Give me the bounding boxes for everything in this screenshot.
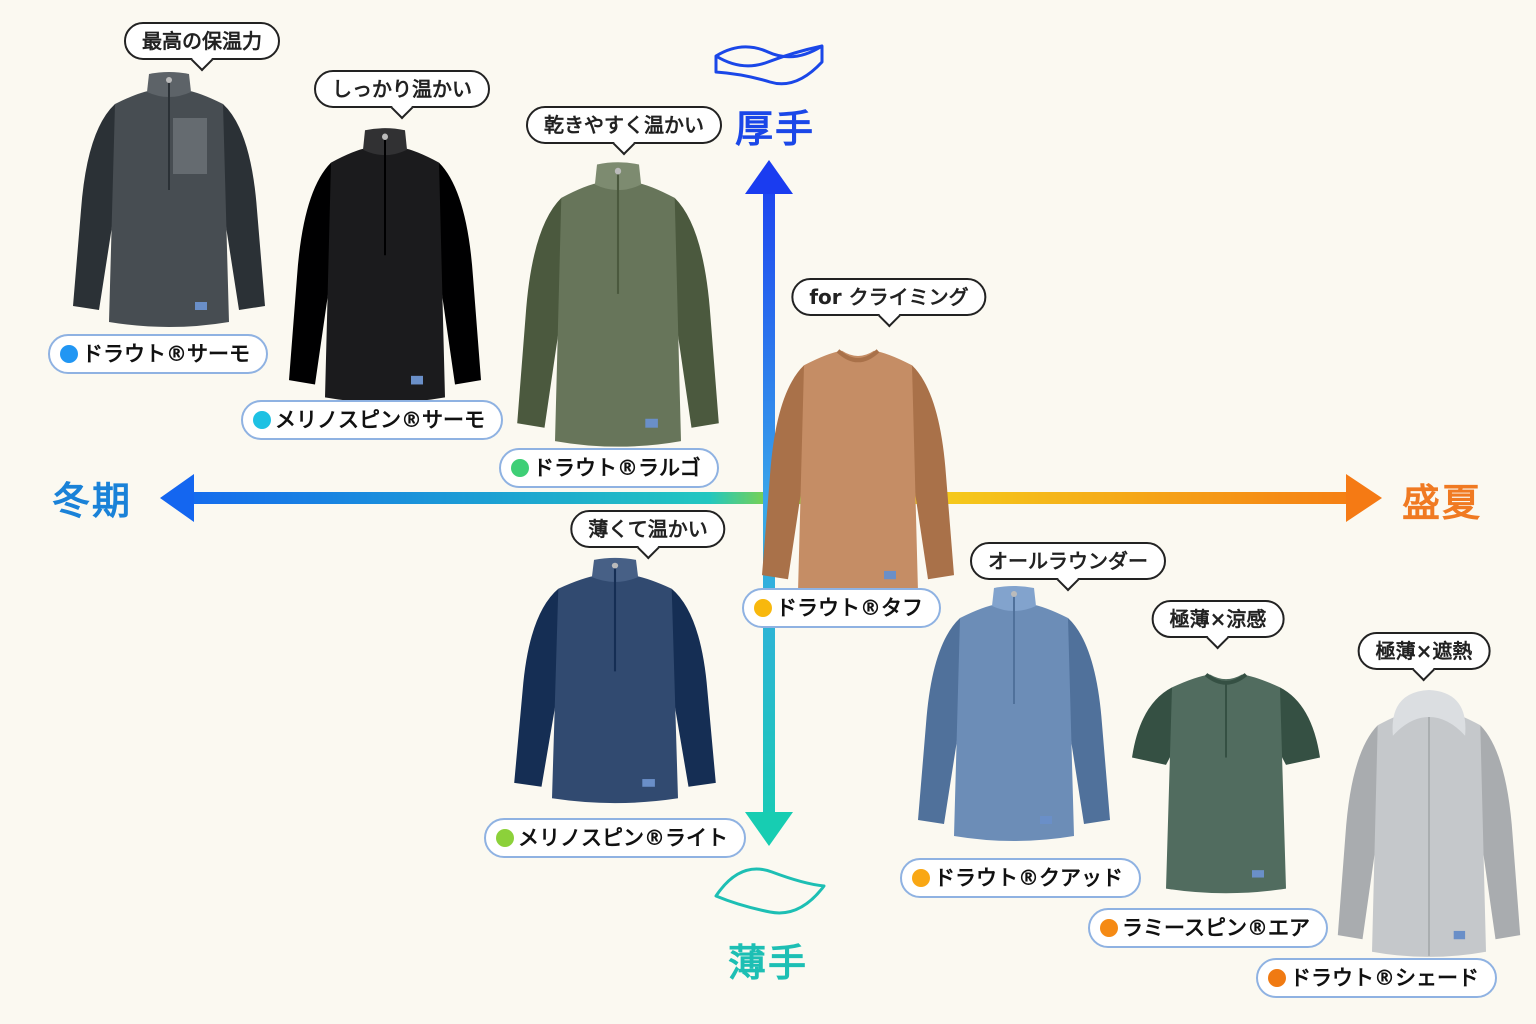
tagline-bubble: for クライミング xyxy=(791,278,987,316)
garment-image xyxy=(73,72,265,327)
sleeve-left xyxy=(1337,725,1390,940)
brand-logo-icon xyxy=(1453,930,1466,940)
garment-body xyxy=(1166,674,1286,894)
color-dot-icon xyxy=(1268,969,1286,987)
product-name: メリノスピン®ライト xyxy=(518,826,728,850)
thin-fabric-icon xyxy=(714,867,826,915)
garment-image xyxy=(1132,673,1320,894)
color-dot-icon xyxy=(511,459,529,477)
product-name: ラミースピン®エア xyxy=(1122,916,1310,940)
garment-image xyxy=(1337,690,1521,957)
axis-label-thin: 薄手 xyxy=(728,941,809,985)
brand-logo-icon xyxy=(195,302,207,310)
product-label: メリノスピン®ライト xyxy=(484,818,746,858)
collar xyxy=(836,349,880,363)
sleeve-right xyxy=(1056,618,1110,824)
axis-label-winter: 冬期 xyxy=(52,479,133,523)
sleeve-left xyxy=(762,365,816,580)
product-name: メリノスピン®サーモ xyxy=(275,408,485,432)
sleeve-right xyxy=(427,162,481,385)
color-dot-icon xyxy=(912,869,930,887)
brand-logo-icon xyxy=(884,570,896,580)
product-name: ドラウト®シェード xyxy=(1290,966,1479,990)
zipper-pull-icon xyxy=(382,133,388,140)
product-label: メリノスピン®サーモ xyxy=(241,400,503,440)
color-dot-icon xyxy=(253,411,271,429)
sleeve-left xyxy=(517,197,574,428)
sleeve-right xyxy=(662,197,719,428)
product-label: ドラウト®ラルゴ xyxy=(499,448,719,488)
zipper-pull-icon xyxy=(1011,591,1017,597)
sleeve-right xyxy=(659,588,716,787)
chest-pocket xyxy=(173,118,207,174)
tagline-bubble: 最高の保温力 xyxy=(124,22,280,60)
axis-label-thick: 厚手 xyxy=(735,107,816,151)
garment-body xyxy=(798,350,918,597)
garment-image xyxy=(514,557,716,804)
brand-logo-icon xyxy=(1252,870,1264,878)
sleeve-left xyxy=(918,618,972,824)
garment-image xyxy=(517,162,719,447)
thick-fabric-icon xyxy=(714,44,824,86)
sleeve-left xyxy=(514,588,571,787)
tagline-bubble: オールラウンダー xyxy=(970,542,1166,580)
garment-image xyxy=(762,349,954,597)
arrow-left-icon xyxy=(160,474,194,522)
tagline-bubble: 薄くて温かい xyxy=(570,510,726,548)
color-dot-icon xyxy=(496,829,514,847)
hood xyxy=(1392,690,1466,736)
product-name: ドラウト®クアッド xyxy=(934,866,1123,890)
tagline-bubble: 極薄×涼感 xyxy=(1151,600,1285,638)
color-dot-icon xyxy=(60,345,78,363)
brand-logo-icon xyxy=(645,418,658,428)
garment-body xyxy=(555,182,681,447)
product-name: ドラウト®ラルゴ xyxy=(533,456,701,480)
axis-label-midsummer: 盛夏 xyxy=(1402,481,1483,525)
product-name: ドラウト®タフ xyxy=(776,596,923,620)
garment-body xyxy=(325,147,445,403)
sleeve-left xyxy=(289,162,343,385)
product-label: ドラウト®タフ xyxy=(742,588,941,628)
product-label: ドラウト®サーモ xyxy=(48,334,268,374)
sleeve-right xyxy=(1468,725,1521,940)
garment-body xyxy=(954,604,1074,841)
product-label: ラミースピン®エア xyxy=(1088,908,1328,948)
sleeve-left xyxy=(73,104,127,310)
brand-logo-icon xyxy=(1040,816,1052,824)
zipper-pull-icon xyxy=(166,77,172,83)
brand-logo-icon xyxy=(642,779,655,787)
sleeve-right xyxy=(900,365,954,580)
arrow-right-icon xyxy=(1346,474,1382,522)
garment-image xyxy=(918,586,1110,841)
tagline-bubble: しっかり温かい xyxy=(314,70,490,108)
garment-body xyxy=(552,575,678,804)
arrow-up-icon xyxy=(745,160,793,194)
arrow-down-icon xyxy=(745,812,793,846)
collar xyxy=(1204,673,1248,685)
garment-image xyxy=(289,128,481,403)
zipper-pull-icon xyxy=(611,562,619,569)
tagline-bubble: 極薄×遮熱 xyxy=(1357,632,1491,670)
tagline-bubble: 乾きやすく温かい xyxy=(526,106,722,144)
product-label: ドラウト®クアッド xyxy=(900,858,1141,898)
sleeve-right xyxy=(211,104,265,310)
product-label: ドラウト®シェード xyxy=(1256,958,1497,998)
color-dot-icon xyxy=(1100,919,1118,937)
zipper-pull-icon xyxy=(614,167,622,175)
product-name: ドラウト®サーモ xyxy=(82,342,250,366)
brand-logo-icon xyxy=(411,375,423,385)
color-dot-icon xyxy=(754,599,772,617)
